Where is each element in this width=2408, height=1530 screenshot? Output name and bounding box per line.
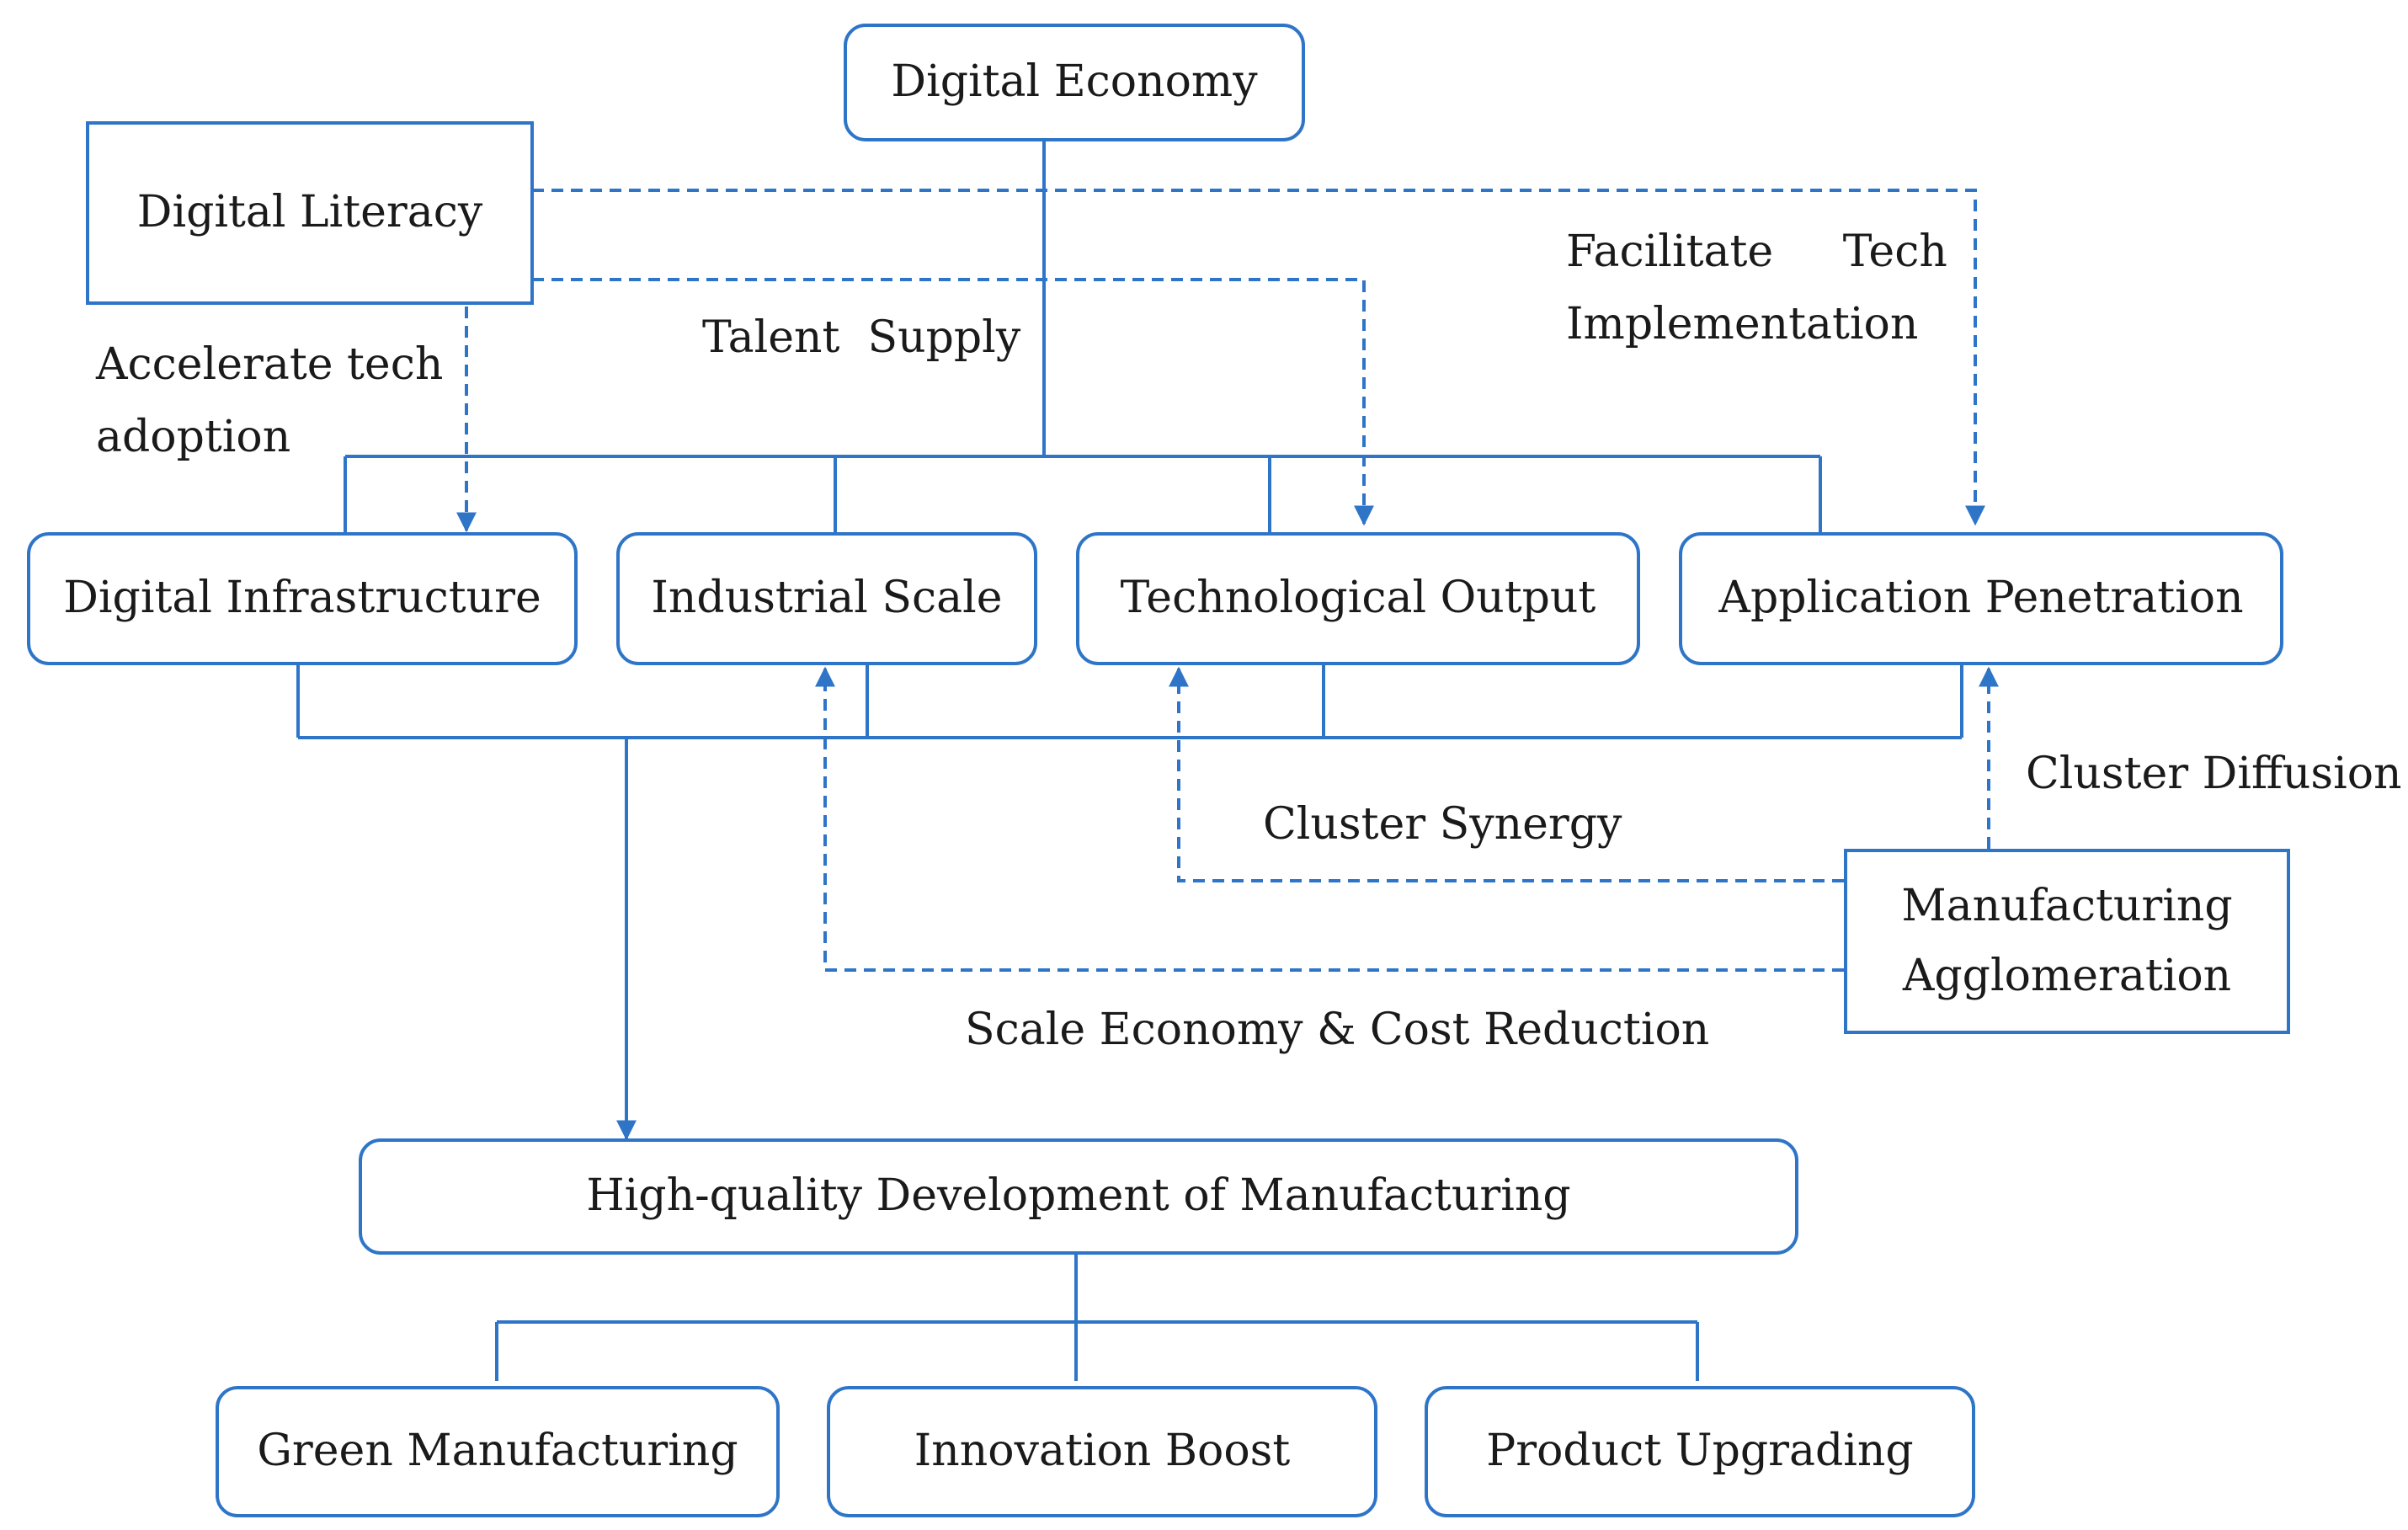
node-digital-literacy: Digital Literacy [86,121,534,305]
node-green-manufacturing: Green Manufacturing [216,1386,780,1517]
edge-label-cluster-diffusion: Cluster Diffusion [2026,749,2402,799]
node-innovation-boost: Innovation Boost [827,1386,1377,1517]
node-digital-economy-label: Digital Economy [891,56,1258,108]
node-industrial-scale-label: Industrial Scale [651,573,1003,624]
node-application-penetration: Application Penetration [1679,532,2283,665]
dashed-talent-supply [532,278,1374,526]
edge-label-facilitate-line2: Implementation [1566,299,1919,349]
node-digital-infrastructure-label: Digital Infrastructure [63,573,541,624]
node-application-penetration-label: Application Penetration [1718,573,2244,624]
node-manufacturing-agglomeration-label: Manufacturing Agglomeration [1901,880,2233,1001]
node-high-quality-development-label: High-quality Development of Manufacturin… [586,1170,1571,1222]
edge-label-facilitate-line1: Facilitate Tech [1566,227,1947,277]
edge-label-cluster-synergy: Cluster Synergy [1263,799,1622,850]
node-green-manufacturing-label: Green Manufacturing [257,1426,738,1477]
node-technological-output: Technological Output [1076,532,1640,665]
edge-label-talent-supply: Talent Supply [702,312,1021,363]
node-digital-literacy-label: Digital Literacy [136,187,483,238]
node-innovation-boost-label: Innovation Boost [914,1426,1291,1477]
node-industrial-scale: Industrial Scale [616,532,1037,665]
node-manufacturing-agglomeration: Manufacturing Agglomeration [1844,849,2290,1034]
dashed-scale-economy [815,666,1844,972]
dashed-facilitate-tech [532,189,1985,526]
dashed-cluster-synergy [1169,666,1844,882]
edge-label-accelerate-line2: adoption [96,412,291,462]
edge-label-accelerate-line1: Accelerate tech [96,339,444,390]
node-technological-output-label: Technological Output [1120,573,1596,624]
node-digital-economy: Digital Economy [844,24,1305,141]
node-high-quality-development: High-quality Development of Manufacturin… [359,1138,1798,1255]
node-product-upgrading-label: Product Upgrading [1486,1426,1914,1477]
edge-label-scale-economy: Scale Economy & Cost Reduction [965,1005,1710,1055]
node-digital-infrastructure: Digital Infrastructure [27,532,578,665]
node-product-upgrading: Product Upgrading [1425,1386,1975,1517]
